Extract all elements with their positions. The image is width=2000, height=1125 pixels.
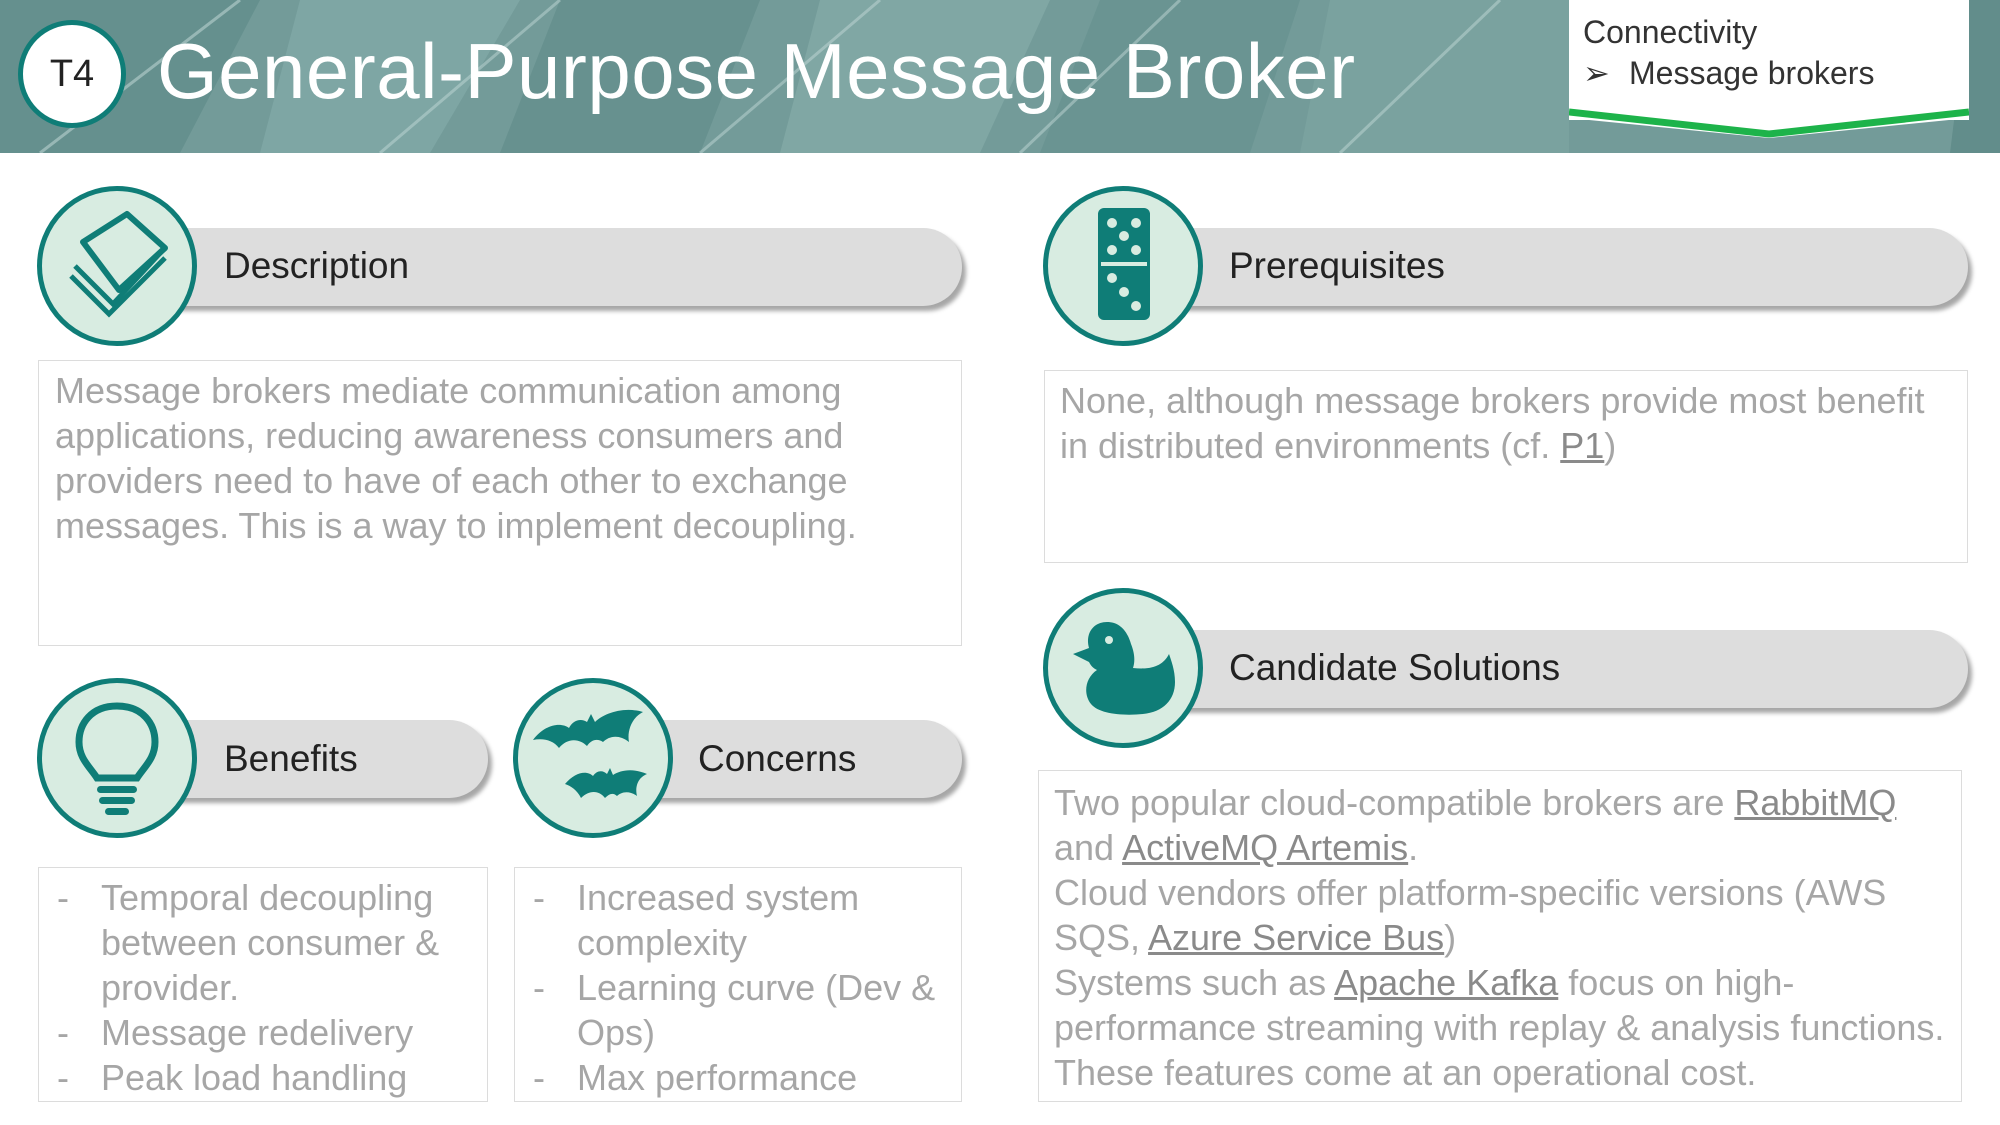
rubber-duck-icon [1073, 622, 1175, 715]
concerns-label: Concerns [698, 738, 857, 779]
bats-icon [533, 709, 647, 798]
link-p1[interactable]: P1 [1560, 425, 1605, 466]
prerequisites-text: None, although message brokers provide m… [1060, 378, 1955, 468]
prerequisites-text-end: ) [1604, 425, 1617, 466]
solutions-paragraph-3: Systems such as Apache Kafka focus on hi… [1054, 960, 1949, 1095]
list-item: Max performance [531, 1055, 951, 1100]
solutions-paragraph-2: Cloud vendors offer platform-specific ve… [1054, 870, 1949, 960]
sticky-notes-icon [69, 211, 168, 318]
list-item: Increased system complexity [531, 875, 951, 965]
link-rabbitmq[interactable]: RabbitMQ [1734, 782, 1897, 823]
solutions-p3-end: focus on high-performance streaming with… [1054, 962, 1945, 1093]
page-title: General-Purpose Message Broker [157, 27, 1356, 115]
solutions-icon-circle [1043, 588, 1203, 748]
lightbulb-icon [75, 702, 159, 815]
topic-code: T4 [49, 52, 95, 95]
solutions-box [1038, 770, 1962, 1102]
benefits-label: Benefits [224, 738, 358, 779]
solutions-label: Candidate Solutions [1229, 647, 1561, 688]
solutions-p3-text: Systems such as [1054, 962, 1335, 1003]
link-activemq-artemis[interactable]: ActiveMQ Artemis [1122, 827, 1409, 868]
solutions-paragraph-1: Two popular cloud-compatible brokers are… [1054, 780, 1949, 870]
solutions-p2-text: Cloud vendors offer platform-specific ve… [1054, 872, 1887, 958]
solutions-p1-join: and [1054, 827, 1123, 868]
list-item: Peak load handling [55, 1055, 475, 1100]
description-box [38, 360, 962, 646]
concerns-icon-circle [513, 678, 673, 838]
prerequisites-box [1044, 370, 1968, 563]
list-item: Message redelivery [55, 1010, 475, 1055]
list-item: Temporal decoupling between consumer & p… [55, 875, 475, 1010]
arrow-bullet-icon: ➢ [1583, 55, 1610, 91]
prerequisites-header [1125, 228, 1968, 306]
solutions-p1-text: Two popular cloud-compatible brokers are [1054, 782, 1735, 823]
domino-icon [1098, 208, 1150, 320]
solutions-p2-end: ) [1444, 917, 1457, 958]
prerequisites-label: Prerequisites [1229, 245, 1445, 286]
list-item: Learning curve (Dev & Ops) [531, 965, 951, 1055]
concerns-list: Increased system complexity Learning cur… [531, 875, 951, 1100]
nav-accent-chevron [1569, 102, 1969, 138]
topic-code-badge: T4 [18, 20, 126, 128]
breadcrumb-item[interactable]: ➢ Message brokers [1583, 54, 1874, 92]
description-text: Message brokers mediate communication am… [55, 370, 857, 546]
breadcrumb: Connectivity ➢ Message brokers [1569, 0, 1969, 120]
description-header [120, 228, 962, 306]
breadcrumb-category[interactable]: Connectivity [1583, 14, 1758, 50]
link-azure-service-bus[interactable]: Azure Service Bus [1148, 917, 1445, 958]
solutions-header [1125, 630, 1968, 708]
description-icon-circle [37, 186, 197, 346]
link-apache-kafka[interactable]: Apache Kafka [1334, 962, 1559, 1003]
prerequisites-icon-circle [1043, 186, 1203, 346]
benefits-list: Temporal decoupling between consumer & p… [55, 875, 475, 1100]
solutions-p1-end: . [1408, 827, 1419, 868]
breadcrumb-item-label: Message brokers [1629, 55, 1875, 91]
prerequisites-text-main: None, although message brokers provide m… [1060, 380, 1925, 466]
description-label: Description [224, 245, 410, 286]
benefits-icon-circle [37, 678, 197, 838]
solutions-text: Two popular cloud-compatible brokers are… [1054, 780, 1949, 1095]
